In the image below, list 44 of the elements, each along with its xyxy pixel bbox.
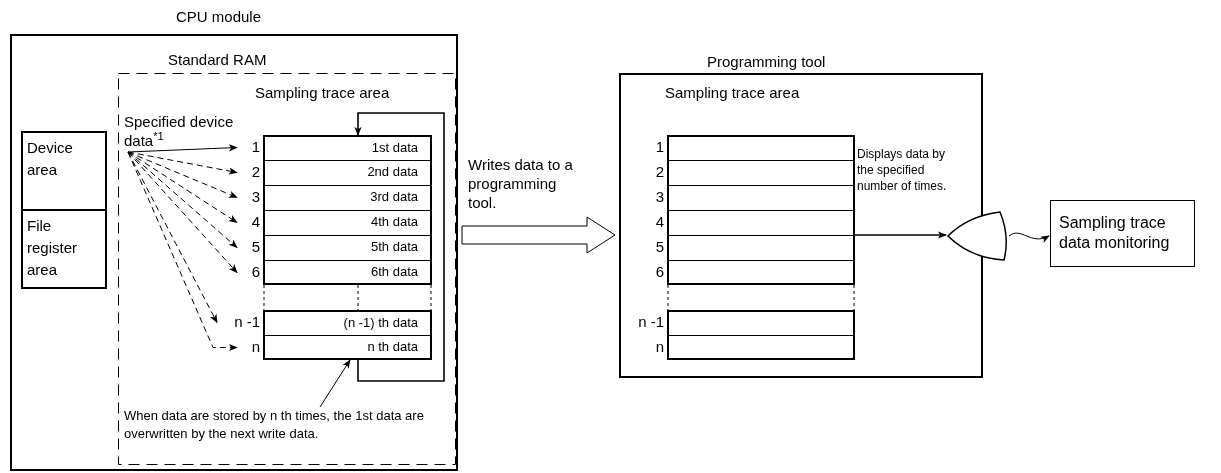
row-number: n xyxy=(654,337,665,357)
heading: Programming tool xyxy=(707,53,826,71)
row-number: n xyxy=(250,337,261,357)
arrow xyxy=(127,151,238,223)
row-number: n -1 xyxy=(233,312,261,332)
row-number: n -1 xyxy=(637,312,665,332)
arrow xyxy=(854,231,947,239)
arrow xyxy=(1008,232,1050,243)
data-cell: 5th data xyxy=(263,235,432,260)
row-number: 6 xyxy=(654,262,665,282)
row-number: 2 xyxy=(250,162,261,182)
heading: Sampling trace area xyxy=(255,84,390,102)
data-cell: 6th data xyxy=(263,260,432,285)
memory-area-box: File register area xyxy=(21,209,107,289)
row-number: 5 xyxy=(654,237,665,257)
row-number: 2 xyxy=(654,162,665,182)
arrow xyxy=(319,359,351,408)
arrow xyxy=(354,112,445,382)
data-cell: 4th data xyxy=(263,210,432,235)
arrow xyxy=(127,151,238,352)
row-number: 3 xyxy=(250,187,261,207)
row-number: 4 xyxy=(654,212,665,232)
data-cell: n th data xyxy=(263,335,432,360)
row-number: 3 xyxy=(654,187,665,207)
row-number: 5 xyxy=(250,237,261,257)
source-label: Specified device data$^{*1}$ xyxy=(124,112,235,150)
arrow xyxy=(127,151,238,198)
heading: CPU module xyxy=(176,8,262,26)
row-number: 1 xyxy=(654,137,665,157)
row-number: 1 xyxy=(250,137,261,157)
arrow xyxy=(127,151,238,274)
row-number: 6 xyxy=(250,262,261,282)
data-cell: (n -1) th data xyxy=(263,310,432,335)
data-cell: 2nd data xyxy=(263,160,432,185)
monitor-box: Sampling trace data monitoring xyxy=(1050,200,1195,267)
data-cell: 3rd data xyxy=(263,185,432,210)
arrow xyxy=(127,144,238,153)
memory-area-box: Device area xyxy=(21,131,107,211)
data-cell: 1st data xyxy=(263,135,432,160)
heading: Standard RAM xyxy=(168,51,267,69)
heading: Sampling trace area xyxy=(665,84,800,102)
block-arrow xyxy=(461,216,616,254)
note-text: When data are stored by n th times, the 1st data are overwritten by the next write data. xyxy=(124,407,425,443)
row-number: 4 xyxy=(250,212,261,232)
